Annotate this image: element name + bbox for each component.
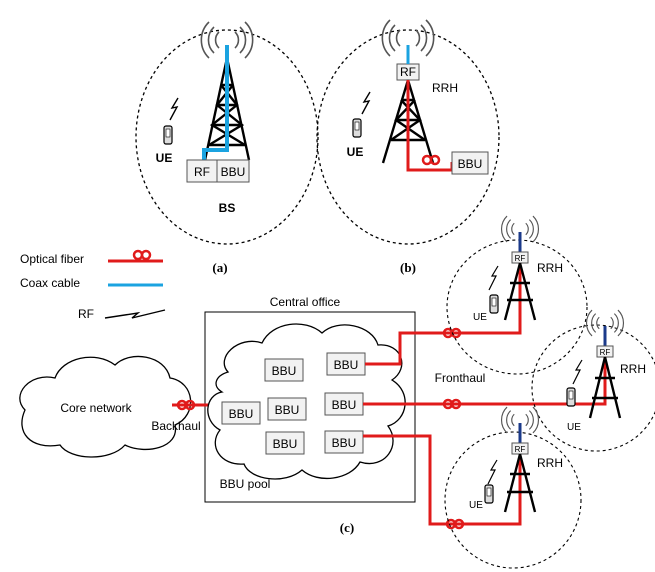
bbu-box [264, 358, 304, 382]
ue-phone [484, 484, 494, 504]
rf-label: RF [515, 254, 526, 263]
panel-b: RF RRH BBU UE (b) [316, 19, 500, 275]
rrh-label-b: RRH [432, 81, 458, 95]
rf-bolt [487, 459, 498, 485]
ue-phone [489, 294, 499, 314]
ue-label: UE [473, 312, 487, 323]
fronthaul-label: Fronthaul [435, 371, 486, 385]
legend: Optical fiber Coax cable RF [20, 249, 166, 321]
bbu-box [267, 397, 307, 421]
fiber-loop-b [421, 154, 441, 166]
panel-c: Central office Core network Backhaul BBU… [19, 215, 655, 569]
ue-phone-b [352, 118, 362, 138]
rf-label-b: RF [400, 65, 416, 79]
rf-label: RF [515, 445, 526, 454]
legend-rf-label: RF [78, 307, 94, 321]
central-office-label: Central office [270, 295, 341, 309]
rrh-label: RRH [537, 456, 563, 470]
legend-coax-label: Coax cable [20, 276, 80, 290]
bbu-label: BBU [332, 436, 357, 450]
bbu-label: BBU [273, 437, 298, 451]
ue-label: UE [469, 500, 483, 511]
bbu-box-b [451, 151, 489, 175]
fronthaul-fiber-top [365, 262, 522, 366]
ue-label-b: UE [347, 145, 364, 159]
legend-rf-bolt [104, 309, 166, 319]
rrh-label: RRH [537, 261, 563, 275]
ue-phone-a [163, 125, 173, 145]
ue-label-a: UE [156, 151, 173, 165]
bbu-box [221, 401, 261, 425]
coax-cable-a [202, 45, 229, 162]
central-office-box [204, 311, 416, 503]
caption-b: (b) [400, 260, 416, 275]
caption-c: (c) [340, 520, 354, 535]
ue-label: UE [567, 422, 581, 433]
rrh-label: RRH [620, 362, 646, 376]
caption-a: (a) [212, 260, 227, 275]
bbu-pool-label: BBU pool [220, 477, 271, 491]
rf-label: RF [600, 348, 611, 357]
bbu-label: BBU [334, 358, 359, 372]
coverage-cell-b [316, 29, 500, 245]
legend-fiber-loop [132, 249, 152, 261]
bbu-label-a: BBU [221, 165, 246, 179]
panel-a: RF BBU UE BS (a) [135, 21, 319, 275]
coverage-cell-a [135, 29, 319, 245]
legend-fiber-label: Optical fiber [20, 252, 84, 266]
rf-bolt [572, 359, 583, 385]
bbu-label: BBU [275, 403, 300, 417]
bs-label: BS [219, 201, 236, 215]
rf-label-a: RF [194, 165, 210, 179]
ue-phone [566, 387, 576, 407]
rrh-site-right: RF RRH UE [531, 309, 655, 452]
bbu-stack: BBU BBU BBU BBU BBU BBU BBU [221, 352, 366, 455]
core-network-label: Core network [60, 401, 132, 415]
rf-link-a [169, 97, 179, 121]
bbu-box [324, 430, 364, 454]
backhaul-label: Backhaul [151, 419, 200, 433]
rrh-site-bottom: RF RRH UE [444, 406, 582, 569]
bbu-box-a [216, 159, 250, 183]
fronthaul-fiber-bottom [363, 434, 522, 526]
bbu-box [265, 431, 305, 455]
rf-link-b [361, 91, 371, 115]
bbu-label: BBU [272, 364, 297, 378]
rf-bolt [488, 265, 499, 291]
bbu-label-b: BBU [458, 157, 483, 171]
rrh-site-top: RF RRH UE [446, 215, 588, 375]
bbu-label: BBU [332, 398, 357, 412]
bbu-label: BBU [229, 407, 254, 421]
